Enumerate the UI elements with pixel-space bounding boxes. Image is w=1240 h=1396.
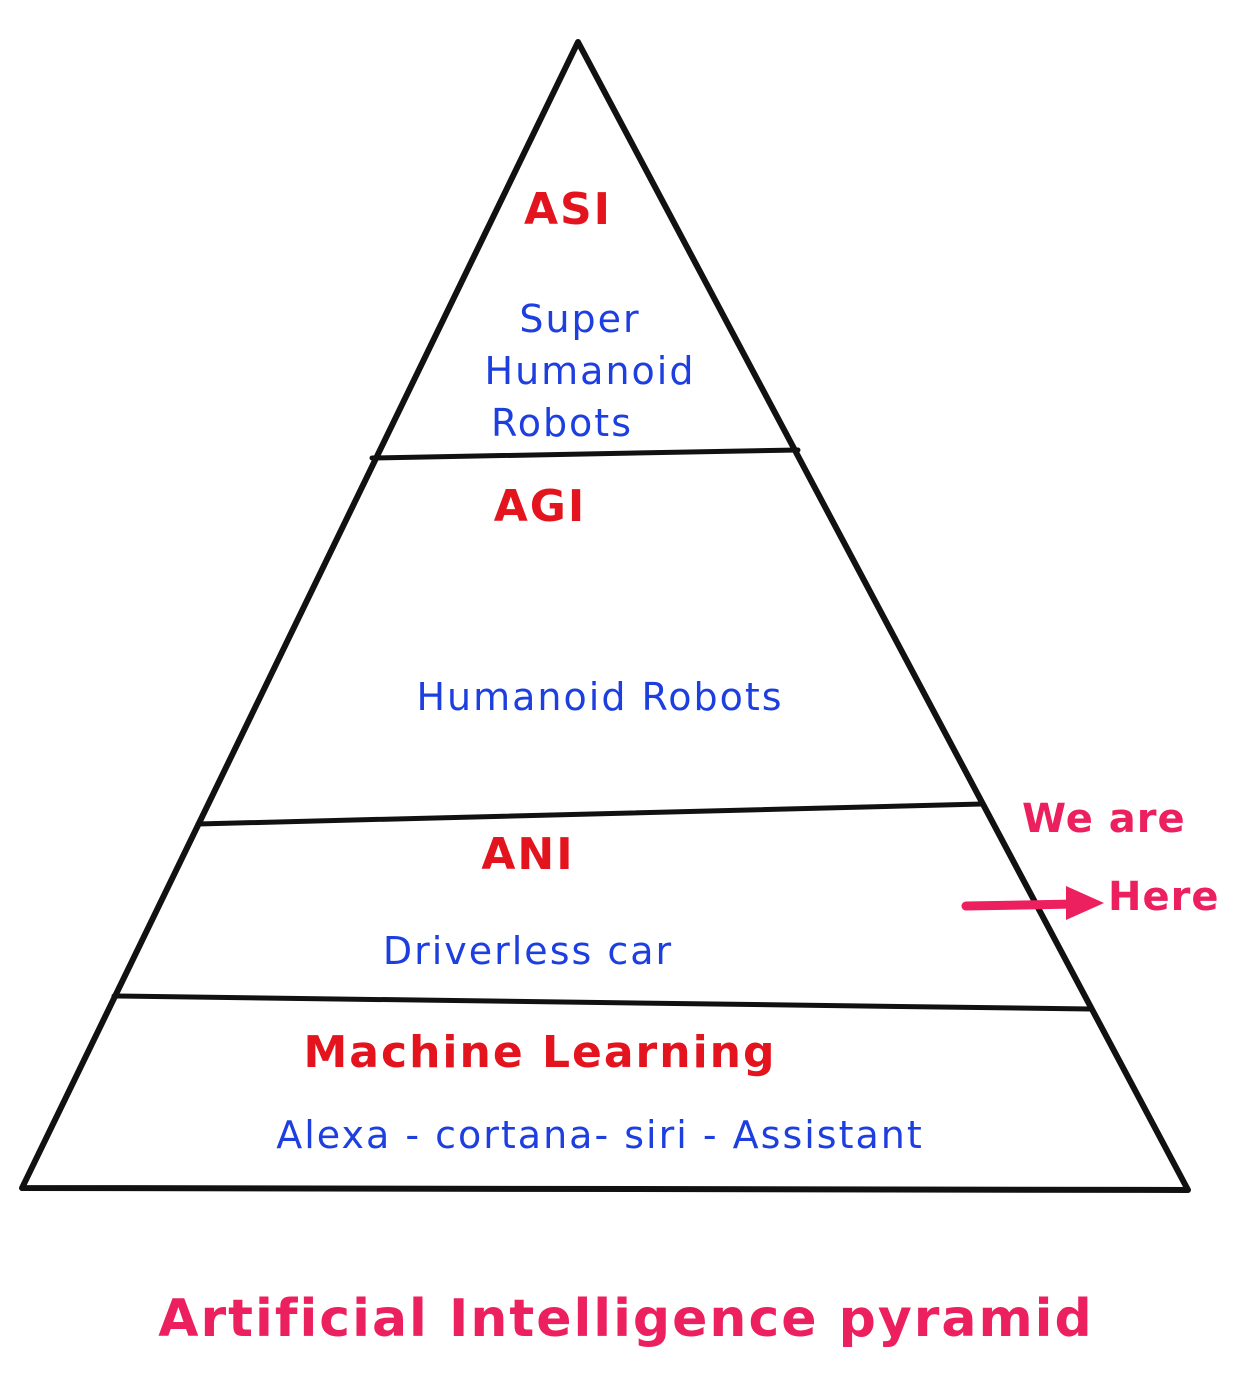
level-asi-title: ASI [523,184,613,235]
level-ani-description: Driverless car [382,929,674,973]
divider-agi-ani [195,801,985,827]
here-arrow-head [1066,886,1104,920]
divider-ani-ml [111,993,1093,1012]
level-agi-description: Humanoid Robots [416,675,784,719]
level-ml-title: Machine Learning [303,1027,777,1078]
diagram-caption: Artificial Intelligence pyramid [158,1289,1094,1349]
level-asi-description-line-2: Humanoid [484,349,696,393]
level-asi-description-line-3: Robots [490,401,634,445]
level-ml-description: Alexa - cortana- siri - Assistant [276,1113,924,1157]
divider-asi-agi [369,447,801,461]
level-ani-title: ANI [481,829,575,880]
here-arrow-shaft [961,899,1081,911]
pyramid-outline [19,39,1191,1193]
annotation-here: Here [1108,874,1220,920]
level-agi-title: AGI [493,481,587,532]
annotation-we-are: We are [1022,796,1186,842]
level-asi-description-line-1: Super [519,297,641,341]
